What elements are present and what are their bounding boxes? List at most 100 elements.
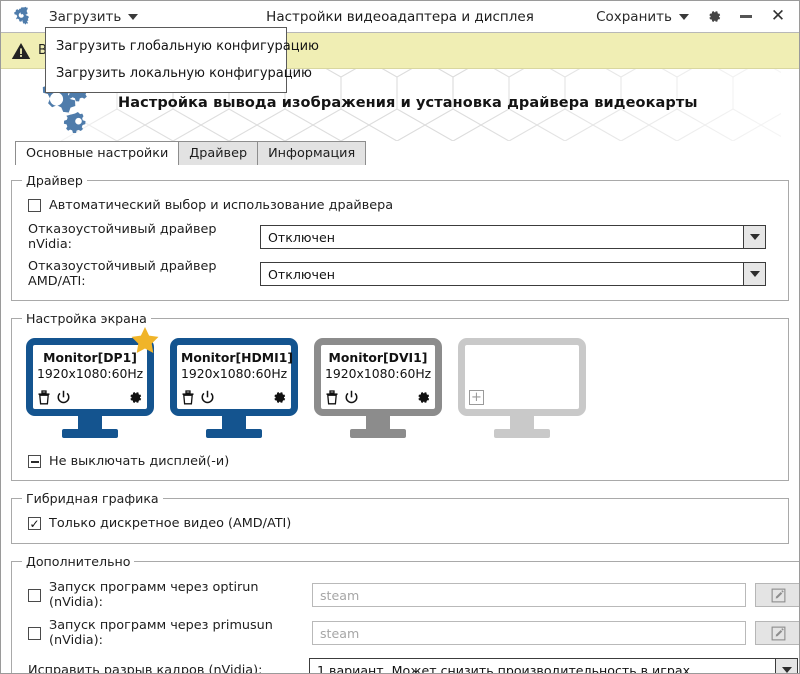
tearfree-row: Исправить разрыв кадров (nVidia): 1 вари… bbox=[28, 658, 799, 674]
discrete-video-row[interactable]: ✓ Только дискретное видео (AMD/ATI) bbox=[28, 516, 780, 531]
optirun-checkbox[interactable]: ✓ bbox=[28, 588, 41, 602]
driver-group: Драйвер ✓ Автоматический выбор и использ… bbox=[11, 173, 789, 301]
amd-driver-select[interactable]: Отключен bbox=[260, 262, 766, 286]
load-dropdown-menu: Загрузить глобальную конфигурацию Загруз… bbox=[45, 27, 319, 93]
monitor-card-hdmi1[interactable]: Monitor[HDMI1] 1920x1080:60Hz bbox=[170, 338, 298, 438]
discrete-video-label: Только дискретное видео (AMD/ATI) bbox=[49, 516, 292, 531]
monitor-stand bbox=[510, 416, 534, 429]
banner-title: Настройка вывода изображения и установка… bbox=[118, 95, 698, 111]
trash-icon[interactable] bbox=[325, 390, 339, 405]
tab-strip: Основные настройки Драйвер Информация bbox=[15, 141, 799, 165]
monitor-resolution: 1920x1080:60Hz bbox=[325, 366, 432, 381]
nvidia-driver-value: Отключен bbox=[268, 229, 335, 245]
chevron-down-icon[interactable] bbox=[743, 263, 765, 285]
monitor-actions bbox=[325, 390, 431, 405]
close-icon: ✕ bbox=[770, 6, 786, 26]
monitor-screen: Monitor[DP1] 1920x1080:60Hz bbox=[26, 338, 154, 416]
monitor-name: Monitor[HDMI1] bbox=[181, 350, 293, 365]
driver-group-legend: Драйвер bbox=[26, 173, 83, 188]
main-content: Драйвер ✓ Автоматический выбор и использ… bbox=[1, 165, 799, 674]
monitor-base bbox=[62, 429, 118, 438]
monitor-base bbox=[494, 429, 550, 438]
load-menu-label: Загрузить bbox=[49, 8, 122, 25]
chevron-down-icon[interactable] bbox=[775, 659, 797, 673]
auto-driver-row[interactable]: ✓ Автоматический выбор и использование д… bbox=[28, 198, 780, 213]
hybrid-graphics-legend: Гибридная графика bbox=[26, 491, 159, 506]
tab-label: Основные настройки bbox=[26, 146, 169, 161]
power-icon[interactable] bbox=[56, 390, 71, 405]
edit-pencil-icon bbox=[771, 626, 785, 640]
monitor-stand bbox=[366, 416, 390, 429]
extra-settings-group: Дополнительно ✓ Запуск программ через op… bbox=[11, 554, 799, 674]
monitor-base bbox=[206, 429, 262, 438]
screen-group-legend: Настройка экрана bbox=[26, 311, 147, 326]
tab-driver[interactable]: Драйвер bbox=[178, 141, 259, 165]
primusrun-row: ✓ Запуск программ через primusun (nVidia… bbox=[28, 618, 799, 648]
minimize-icon bbox=[740, 15, 752, 18]
keep-displays-on-row[interactable]: ✓ Не выключать дисплей(-и) bbox=[28, 454, 780, 469]
optirun-edit-button[interactable] bbox=[755, 583, 799, 607]
load-menu-button[interactable]: Загрузить bbox=[41, 6, 146, 28]
tearfree-value: 1 вариант. Может снизить производительно… bbox=[317, 662, 691, 674]
gear-icon[interactable] bbox=[128, 390, 143, 405]
monitor-card-dp1[interactable]: Monitor[DP1] 1920x1080:60Hz bbox=[26, 327, 159, 438]
discrete-video-checkbox[interactable]: ✓ bbox=[28, 517, 41, 530]
warning-text: В bbox=[38, 43, 47, 58]
trash-icon[interactable] bbox=[37, 390, 51, 405]
chevron-down-icon bbox=[128, 13, 139, 20]
auto-driver-checkbox[interactable]: ✓ bbox=[28, 199, 41, 212]
nvidia-driver-select[interactable]: Отключен bbox=[260, 225, 766, 249]
monitor-screen: + bbox=[458, 338, 586, 416]
app-gears-icon bbox=[9, 4, 35, 30]
amd-driver-label: Отказоустойчивый драйвер AMD/ATI: bbox=[28, 259, 217, 289]
monitor-screen: Monitor[DVI1] 1920x1080:60Hz bbox=[314, 338, 442, 416]
chevron-down-icon[interactable] bbox=[743, 226, 765, 248]
save-menu-button[interactable]: Сохранить bbox=[588, 6, 697, 28]
extra-settings-legend: Дополнительно bbox=[26, 554, 131, 569]
check-icon: ✓ bbox=[29, 516, 40, 531]
monitor-stand bbox=[222, 416, 246, 429]
primusrun-placeholder: steam bbox=[320, 625, 360, 641]
chevron-down-icon bbox=[679, 13, 689, 20]
settings-gear-icon[interactable] bbox=[699, 4, 729, 30]
optirun-row: ✓ Запуск программ через optirun (nVidia)… bbox=[28, 580, 799, 610]
tab-label: Драйвер bbox=[189, 146, 248, 161]
amd-driver-row: Отказоустойчивый драйвер AMD/ATI: Отключ… bbox=[28, 259, 780, 289]
menu-item-load-global[interactable]: Загрузить глобальную конфигурацию bbox=[46, 33, 319, 60]
monitor-card-add-slot[interactable]: + bbox=[458, 338, 586, 438]
amd-driver-value: Отключен bbox=[268, 266, 335, 282]
primusrun-edit-button[interactable] bbox=[755, 621, 799, 645]
plus-icon[interactable]: + bbox=[469, 390, 484, 405]
tab-label: Информация bbox=[268, 146, 356, 161]
primusrun-checkbox[interactable]: ✓ bbox=[28, 626, 41, 640]
close-button[interactable]: ✕ bbox=[763, 4, 793, 30]
menu-item-label: Загрузить глобальную конфигурацию bbox=[56, 39, 319, 54]
optirun-input[interactable]: steam bbox=[312, 583, 746, 607]
keep-displays-on-checkbox[interactable]: ✓ bbox=[28, 455, 41, 468]
power-icon[interactable] bbox=[344, 390, 359, 405]
menu-item-load-local[interactable]: Загрузить локальную конфигурацию bbox=[46, 60, 312, 87]
edit-pencil-icon bbox=[771, 588, 785, 602]
tab-main-settings[interactable]: Основные настройки bbox=[15, 141, 180, 165]
warning-triangle-icon bbox=[11, 42, 31, 59]
gear-icon[interactable] bbox=[416, 390, 431, 405]
primusrun-input[interactable]: steam bbox=[312, 621, 746, 645]
minimize-button[interactable] bbox=[731, 4, 761, 30]
nvidia-driver-label: Отказоустойчивый драйвер nVidia: bbox=[28, 222, 217, 252]
power-icon[interactable] bbox=[200, 390, 215, 405]
tearfree-select[interactable]: 1 вариант. Может снизить производительно… bbox=[309, 658, 798, 674]
auto-driver-label: Автоматический выбор и использование дра… bbox=[49, 198, 394, 213]
primusrun-label: Запуск программ через primusun (nVidia): bbox=[49, 618, 273, 648]
dash-icon bbox=[30, 460, 39, 463]
monitor-list: Monitor[DP1] 1920x1080:60Hz bbox=[20, 327, 780, 440]
monitor-resolution: 1920x1080:60Hz bbox=[37, 366, 144, 381]
monitor-card-dvi1[interactable]: Monitor[DVI1] 1920x1080:60Hz bbox=[314, 338, 442, 438]
trash-icon[interactable] bbox=[181, 390, 195, 405]
tearfree-label: Исправить разрыв кадров (nVidia): bbox=[28, 662, 263, 674]
keep-displays-on-label: Не выключать дисплей(-и) bbox=[49, 454, 230, 469]
monitor-name: Monitor[DVI1] bbox=[328, 350, 428, 365]
tab-information[interactable]: Информация bbox=[257, 141, 367, 165]
gear-icon[interactable] bbox=[272, 390, 287, 405]
optirun-placeholder: steam bbox=[320, 587, 360, 603]
